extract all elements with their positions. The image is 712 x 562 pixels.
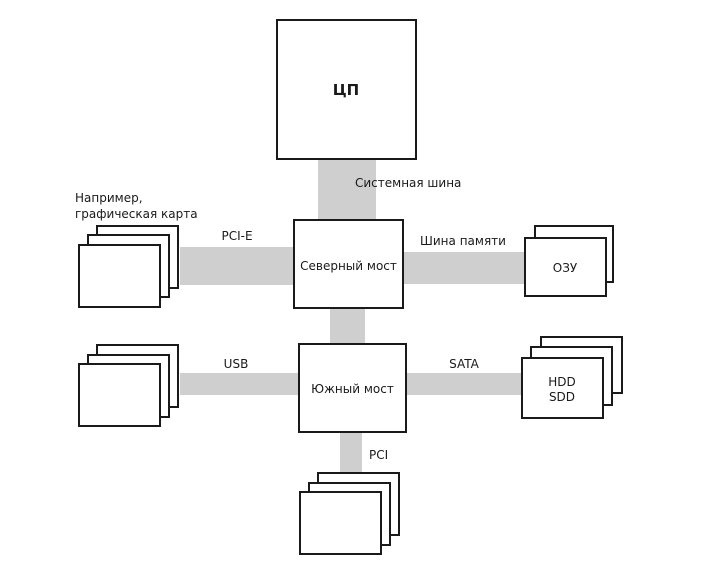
storage-stack bbox=[521, 336, 623, 419]
cpu-label: ЦП bbox=[333, 81, 359, 99]
cpu-box bbox=[276, 19, 417, 160]
pci-device-stack bbox=[299, 472, 400, 555]
storage-label-hdd: HDD bbox=[548, 375, 576, 389]
pci-device-front bbox=[299, 491, 382, 555]
usb-device-stack bbox=[78, 344, 179, 427]
north-south-link bbox=[330, 308, 365, 344]
north-bridge-box bbox=[293, 219, 404, 309]
sata-bus-label: SATA bbox=[449, 357, 480, 371]
system-bus bbox=[318, 158, 376, 220]
graphics-card-stack bbox=[78, 225, 179, 308]
memory-bus bbox=[403, 252, 525, 284]
pci-bus-label: PCI bbox=[369, 448, 388, 462]
usb-device-front bbox=[78, 363, 161, 427]
memory-bus-label: Шина памяти bbox=[420, 234, 506, 248]
pcie-bus bbox=[180, 247, 294, 285]
storage-label-sdd: SDD bbox=[549, 390, 575, 404]
ram-front bbox=[524, 237, 607, 297]
south-bridge-box bbox=[298, 343, 407, 433]
south-bridge-label: Южный мост bbox=[311, 382, 394, 396]
sata-bus bbox=[406, 373, 522, 395]
pci-bus bbox=[340, 432, 362, 474]
graphics-caption-line1: Например, bbox=[75, 191, 143, 205]
usb-bus bbox=[180, 373, 300, 395]
graphics-card-front bbox=[78, 244, 161, 308]
ram-stack bbox=[524, 225, 614, 297]
usb-bus-label: USB bbox=[224, 357, 249, 371]
storage-front bbox=[521, 357, 604, 419]
north-bridge-label: Северный мост bbox=[300, 259, 397, 273]
system-bus-label: Системная шина bbox=[355, 176, 461, 190]
pcie-bus-label: PCI-E bbox=[221, 229, 252, 243]
graphics-caption-line2: графическая карта bbox=[75, 207, 198, 221]
ram-label: ОЗУ bbox=[553, 261, 578, 275]
